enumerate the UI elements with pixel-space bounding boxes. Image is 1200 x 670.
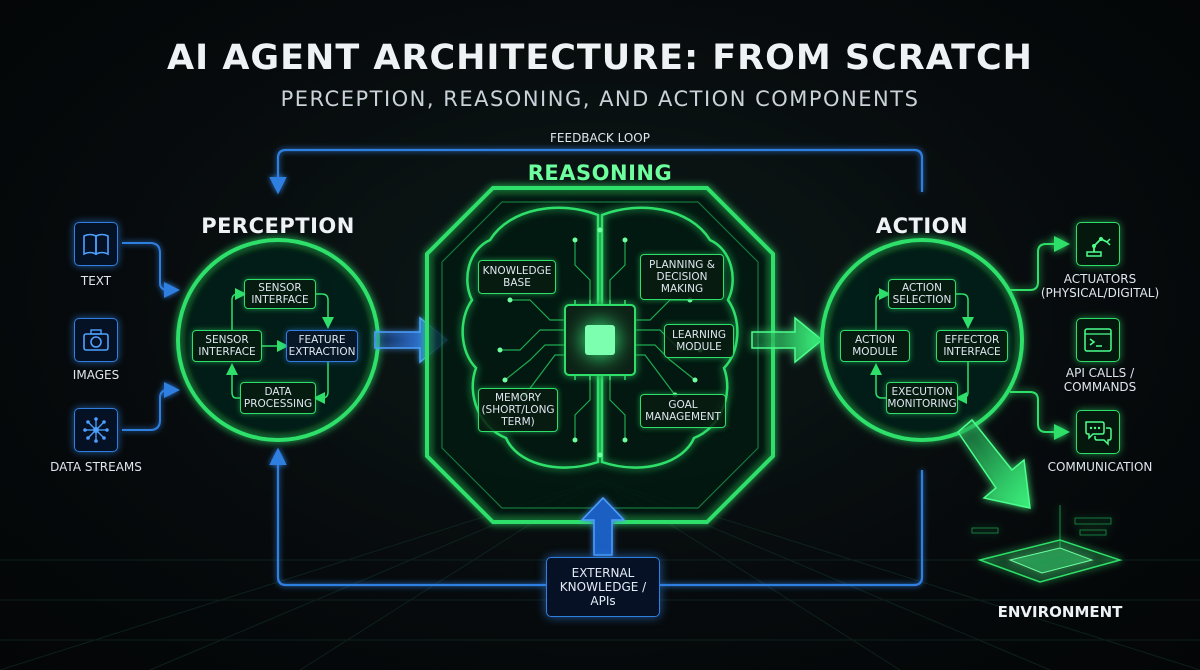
bottom-return-line [269,447,546,587]
environment-label: ENVIRONMENT [997,603,1123,621]
api-output-label: API CALLS / COMMANDS [1063,366,1137,394]
page-subtitle: PERCEPTION, REASONING, AND ACTION COMPON… [280,87,920,111]
book-icon [83,233,109,256]
action-execution-monitoring: EXECUTION MONITORING [886,382,958,414]
terminal-icon [1084,328,1112,352]
external-to-reasoning-arrow [580,496,626,556]
perception-data-processing: DATA PROCESSING [240,382,316,414]
text-input-box [74,222,118,266]
images-input-box [74,318,118,362]
communication-output-label: COMMUNICATION [1047,460,1153,474]
perception-feature-extraction: FEATURE EXTRACTION [286,330,358,362]
reasoning-planning: PLANNING & DECISION MAKING [640,254,724,300]
perception-title: PERCEPTION [201,214,355,238]
action-title: ACTION [875,214,969,238]
reasoning-to-action-arrow [751,316,824,364]
action-to-environment-arrow [957,418,1031,509]
communication-output-arrow [1010,391,1070,440]
datastream-input-label: DATA STREAMS [50,460,142,474]
network-icon [83,417,109,443]
external-knowledge-box: EXTERNAL KNOWLEDGE / APIs [546,557,660,617]
chat-icon [1085,421,1112,446]
text-input-label: TEXT [80,274,112,288]
actuators-output-arrow [1010,236,1070,291]
robot-arm-icon [1086,237,1111,257]
reasoning-knowledge-base: KNOWLEDGE BASE [478,260,556,294]
api-output-box [1076,318,1120,362]
datastream-input-arrow [122,382,180,431]
page-title: AI AGENT ARCHITECTURE: FROM SCRATCH [167,38,1033,78]
reasoning-title: REASONING [527,161,673,185]
reasoning-goal-management: GOAL MANAGEMENT [640,394,726,428]
bottom-right-line [660,470,924,587]
actuators-output-label: ACTUATORS (PHYSICAL/DIGITAL) [1040,272,1160,300]
actuators-output-box [1076,222,1120,266]
chip-core [585,325,615,355]
action-effector-interface: EFFECTOR INTERFACE [936,330,1008,362]
images-input-label: IMAGES [72,368,120,382]
reasoning-memory: MEMORY (SHORT/LONG TERM) [478,388,558,432]
datastream-input-box [74,408,118,452]
reasoning-learning-module: LEARNING MODULE [664,324,734,358]
feedback-loop-line [269,148,924,195]
reasoning-octagon-inner [441,201,759,509]
feedback-loop-label: FEEDBACK LOOP [550,131,650,145]
perception-sensor-interface-top: SENSOR INTERFACE [244,279,316,309]
communication-output-box [1076,410,1120,454]
text-input-arrow [122,242,180,298]
action-module: ACTION MODULE [840,330,910,362]
action-selection: ACTION SELECTION [888,279,956,309]
camera-icon [83,329,109,351]
brain-outline [461,206,739,469]
perception-sensor-interface-left: SENSOR INTERFACE [192,330,262,362]
environment-platform [971,505,1123,583]
